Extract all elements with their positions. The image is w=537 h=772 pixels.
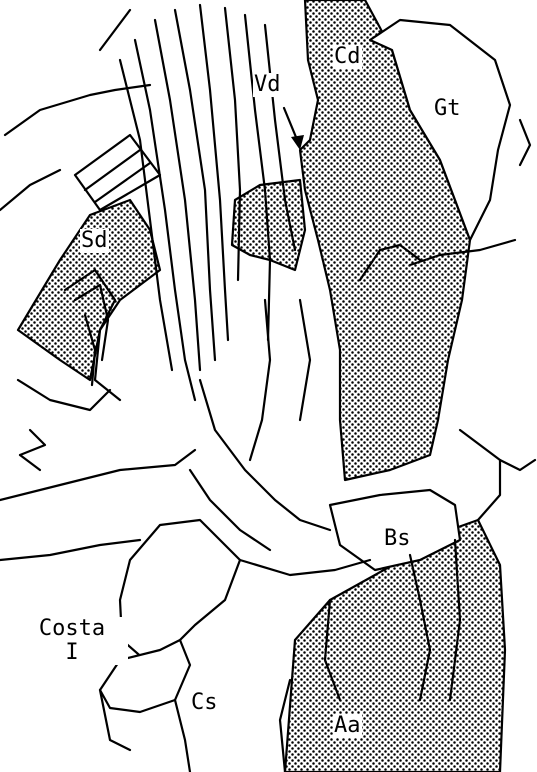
label-sd: Sd bbox=[80, 229, 109, 253]
sd-stippled-region bbox=[18, 200, 160, 380]
label-vd: Vd bbox=[253, 73, 282, 97]
label-bs: Bs bbox=[383, 527, 412, 551]
label-costa-line1: Costa bbox=[39, 616, 105, 641]
label-cs: Cs bbox=[190, 691, 219, 715]
label-cd: Cd bbox=[333, 45, 362, 69]
label-costa-line2: I bbox=[65, 640, 78, 665]
label-aa: Aa bbox=[333, 714, 362, 738]
label-gt: Gt bbox=[433, 97, 462, 121]
vd-arrow bbox=[284, 108, 304, 150]
